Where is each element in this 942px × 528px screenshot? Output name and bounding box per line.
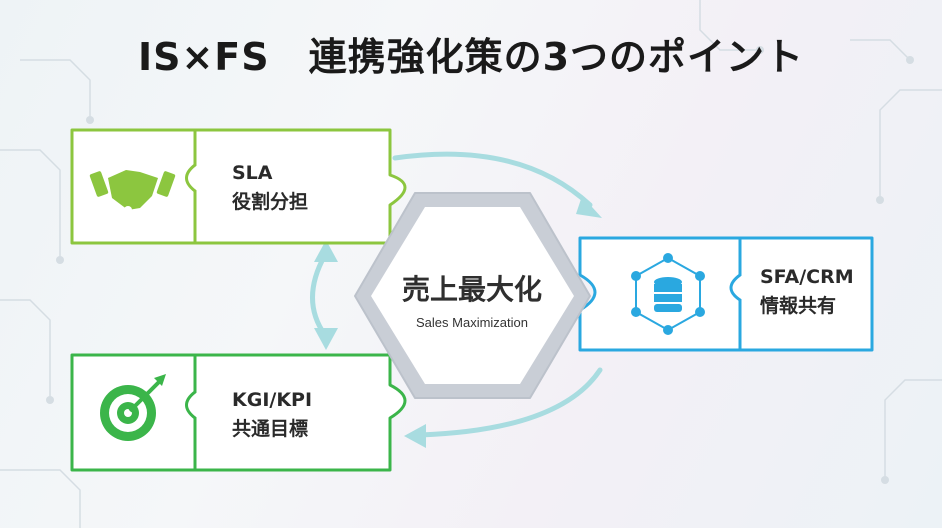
arrow-top-to-right [392, 151, 593, 208]
target-icon [100, 374, 166, 441]
center-hexagon: 売上最大化 Sales Maximization [354, 192, 591, 399]
handshake-icon [89, 170, 176, 214]
card-sla-line1: SLA [232, 162, 273, 184]
page-title: IS×FS 連携強化策の3つのポイント [137, 35, 805, 79]
flow-arrows [310, 151, 603, 438]
card-kgi: KGI/KPI 共通目標 [70, 353, 407, 472]
center-title: 売上最大化 [402, 273, 542, 306]
center-subtitle: Sales Maximization [416, 315, 528, 330]
arrowhead-bottom-up [314, 328, 338, 350]
card-sfa-line1: SFA/CRM [760, 266, 854, 288]
arrow-right-to-bottom [417, 367, 603, 438]
arrowhead-bottom [404, 424, 426, 448]
arrow-bottom-to-top [310, 252, 328, 338]
card-sfa: SFA/CRM 情報共有 [578, 236, 874, 352]
card-sla-line2: 役割分担 [232, 190, 308, 213]
card-kgi-line2: 共通目標 [232, 417, 308, 440]
card-sla: SLA 役割分担 [70, 128, 407, 245]
arrowhead-right [576, 196, 602, 218]
arrowhead-top [314, 240, 338, 262]
card-kgi-line1: KGI/KPI [232, 389, 312, 411]
card-sfa-line2: 情報共有 [760, 294, 836, 317]
